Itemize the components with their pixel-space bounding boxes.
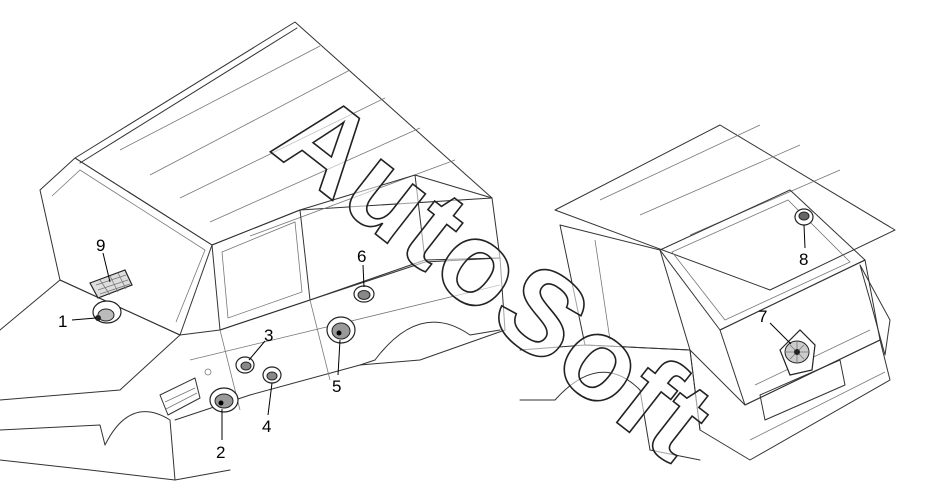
watermark-autosoft: AutoSoft [252, 66, 738, 486]
leader-lines [71, 224, 806, 440]
callout-1: 1 [58, 312, 67, 331]
vehicle-rear-view [519, 124, 896, 461]
part-9-grille-icon [89, 269, 133, 299]
part-1-tweeter-icon [92, 300, 122, 324]
part-8-tweeter-icon [794, 208, 814, 226]
part-2-speaker-icon [209, 387, 239, 413]
callout-2: 2 [216, 443, 225, 462]
callout-8: 8 [799, 250, 808, 269]
callout-7: 7 [758, 307, 767, 326]
callout-9: 9 [96, 236, 105, 255]
part-3-tweeter-icon [235, 356, 255, 374]
vehicle-front-view [0, 21, 506, 481]
callout-3: 3 [264, 326, 273, 345]
callout-6: 6 [357, 247, 366, 266]
callout-4: 4 [262, 417, 271, 436]
part-5-speaker-icon [326, 316, 356, 344]
part-4-tweeter-icon [262, 366, 282, 384]
part-6-tweeter-icon [353, 285, 375, 303]
part-7-speaker-icon [779, 329, 816, 376]
callout-5: 5 [332, 377, 341, 396]
